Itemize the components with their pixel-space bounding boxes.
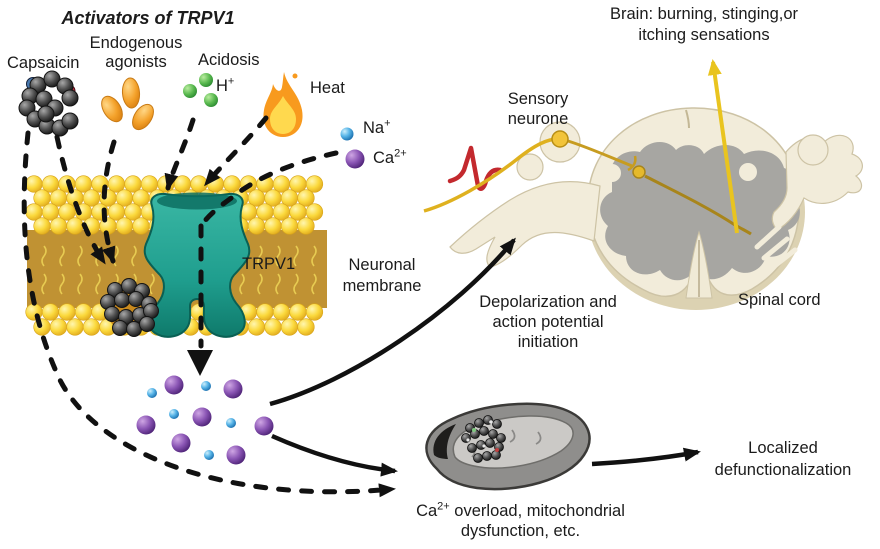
arrow-ions-to-spinal-cord	[269, 237, 516, 407]
calcium-ion-icon	[345, 149, 365, 169]
spinal-cord-illustration	[449, 107, 863, 310]
capsaicin-label: Capsaicin	[7, 54, 80, 72]
heat-label: Heat	[310, 79, 345, 97]
localized-defunctionalization-label: Localized defunctionalization	[714, 439, 852, 479]
brain-sensation-label: Brain: burning, stinging,or itching sens…	[609, 5, 799, 44]
figure-title: Activators of TRPV1	[61, 8, 235, 28]
trpv1-channel-icon	[143, 192, 251, 338]
arrow-to-brain	[707, 59, 739, 234]
capsaicin-molecule-icon	[18, 70, 79, 137]
sensory-neurone-label: Sensory neurone	[507, 90, 569, 128]
endogenous-agonists-label: Endogenous agonists	[89, 34, 183, 71]
acidosis-ions-icon	[183, 73, 218, 107]
dorsal-median-sulcus	[685, 109, 690, 129]
arrow-heat-to-channel	[203, 115, 269, 187]
left-nerve-root	[449, 180, 601, 268]
arrow-mitochondrion-to-defunctionalization	[591, 447, 701, 467]
depolarization-label: Depolarization and action potential init…	[479, 293, 617, 351]
pore-arrowhead	[187, 350, 213, 376]
mitochondrial-dysfunction-label: Ca2+ overload, mitochondrial dysfunction…	[416, 500, 625, 540]
sodium-ion-icon	[340, 127, 354, 141]
arrow-acidosis-to-channel	[164, 117, 196, 191]
trpv1-label: TRPV1	[242, 255, 296, 273]
right-nerve-root	[771, 134, 863, 231]
proton-label: H+	[216, 75, 235, 95]
calcium-label: Ca2+	[373, 147, 407, 167]
arrow-capsaicin-to-membrane	[54, 134, 107, 265]
capsaicin-in-mitochondrion-icon	[461, 415, 506, 463]
sensory-neuron-fiber	[423, 59, 752, 236]
mitochondrion-icon	[425, 402, 591, 491]
action-potential-trace-icon	[447, 145, 503, 191]
capsaicin-in-membrane-icon	[100, 278, 159, 337]
neuronal-membrane-label: Neuronal membrane	[342, 256, 422, 295]
acidosis-label: Acidosis	[198, 51, 260, 69]
channel-pore-opening	[157, 192, 237, 210]
sodium-label: Na+	[363, 117, 391, 137]
endogenous-agonists-icon	[101, 77, 154, 131]
arrow-ions-to-pore	[201, 150, 339, 225]
arrow-ions-to-mitochondrion	[271, 433, 398, 477]
right-ganglion	[797, 134, 829, 166]
spinal-cord-label: Spinal cord	[738, 291, 821, 309]
neuron-soma	[551, 130, 569, 148]
ion-influx-cloud	[136, 375, 274, 465]
flame-icon	[263, 72, 303, 137]
rootlet-fingers	[754, 224, 798, 271]
arrow-capsaicin-bypass-to-mitochondrion	[21, 130, 396, 498]
